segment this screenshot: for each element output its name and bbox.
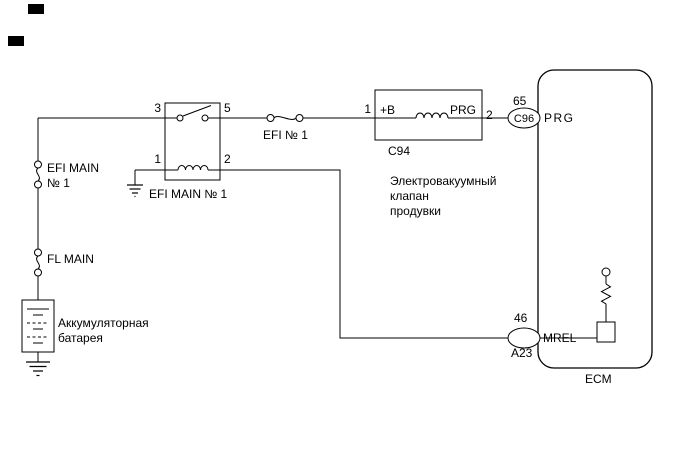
valve-desc-line1: Электровакуумный (390, 174, 497, 188)
page-marker-icon (28, 4, 44, 14)
ecm-node-icon (601, 267, 611, 277)
ground-icon (127, 184, 143, 198)
fuse-terminal (34, 248, 42, 257)
fuse-efi-main-label-line1: EFI MAIN (47, 161, 99, 175)
ecm-prg-connector-label: C96 (514, 113, 534, 125)
relay-contact-terminal (201, 114, 209, 122)
relay-pin-5-label: 5 (224, 101, 231, 115)
ecm-mrel-connector-label: A23 (511, 346, 533, 360)
page-marker-icon (8, 36, 24, 46)
wire-relay-to-a23 (220, 169, 508, 339)
wires (37, 117, 597, 362)
connector-a23-oval (507, 327, 541, 349)
relay-outline (164, 102, 221, 181)
valve-pin-2-label: 2 (486, 108, 493, 122)
valve-pin-1-label: 1 (364, 102, 371, 116)
fuse-element (273, 116, 297, 120)
relay-contact-arm (182, 105, 212, 117)
relay-pin-3-label: 3 (154, 101, 161, 115)
fuse-efi-main-label-line2: № 1 (47, 176, 70, 190)
ecm-prg-pin-label: 65 (513, 94, 527, 108)
valve-terminal-b-label: +B (380, 103, 395, 117)
purge-valve-box (374, 89, 483, 141)
fuse-efi1-label: EFI № 1 (263, 128, 308, 142)
labels: EFI MAIN № 1 FL MAIN Аккумуляторная бата… (47, 94, 612, 386)
fuse-element (36, 255, 40, 270)
valve-terminal-prg-label: PRG (450, 103, 476, 117)
ecm-box (537, 69, 653, 369)
ecm-prg-signal-label: PRG (544, 111, 575, 125)
valve-desc-line3: продувки (390, 204, 441, 218)
fuse-efi1-icon (266, 114, 304, 122)
relay-pin-1-label: 1 (154, 152, 161, 166)
fuse-efi-main-icon (34, 160, 42, 189)
ecm-driver-box (596, 321, 616, 343)
ecm-mrel-signal-label: MREL (543, 331, 577, 345)
relay-box (164, 102, 221, 181)
connector-c96-oval (507, 107, 541, 129)
battery-outline (21, 299, 55, 353)
ground-icon (26, 361, 50, 377)
fuse-terminal (34, 180, 42, 189)
valve-coil (415, 112, 449, 119)
resistor-icon (600, 283, 612, 322)
valve-connector-label: C94 (388, 144, 410, 158)
battery-symbol (21, 299, 55, 353)
valve-outline (374, 89, 483, 141)
relay-pin-2-label: 2 (224, 152, 231, 166)
fuse-terminal (34, 160, 42, 169)
relay-contact-terminal (176, 114, 184, 122)
ecm-mrel-pin-label: 46 (514, 311, 528, 325)
fuse-terminal (266, 114, 275, 122)
fuse-terminal (295, 114, 304, 122)
fuse-terminal (34, 268, 42, 277)
relay-coil (177, 165, 209, 171)
fuse-element (36, 167, 40, 182)
valve-desc-line2: клапан (390, 189, 429, 203)
battery-label-line1: Аккумуляторная (58, 316, 149, 330)
relay-label: EFI MAIN № 1 (149, 187, 228, 201)
fuse-fl-main-label: FL MAIN (47, 252, 94, 266)
ecm-label: ECM (585, 372, 612, 386)
fuse-fl-main-icon (34, 248, 42, 277)
battery-label-line2: батарея (58, 331, 103, 345)
ecm-internal-circuit (596, 267, 616, 343)
